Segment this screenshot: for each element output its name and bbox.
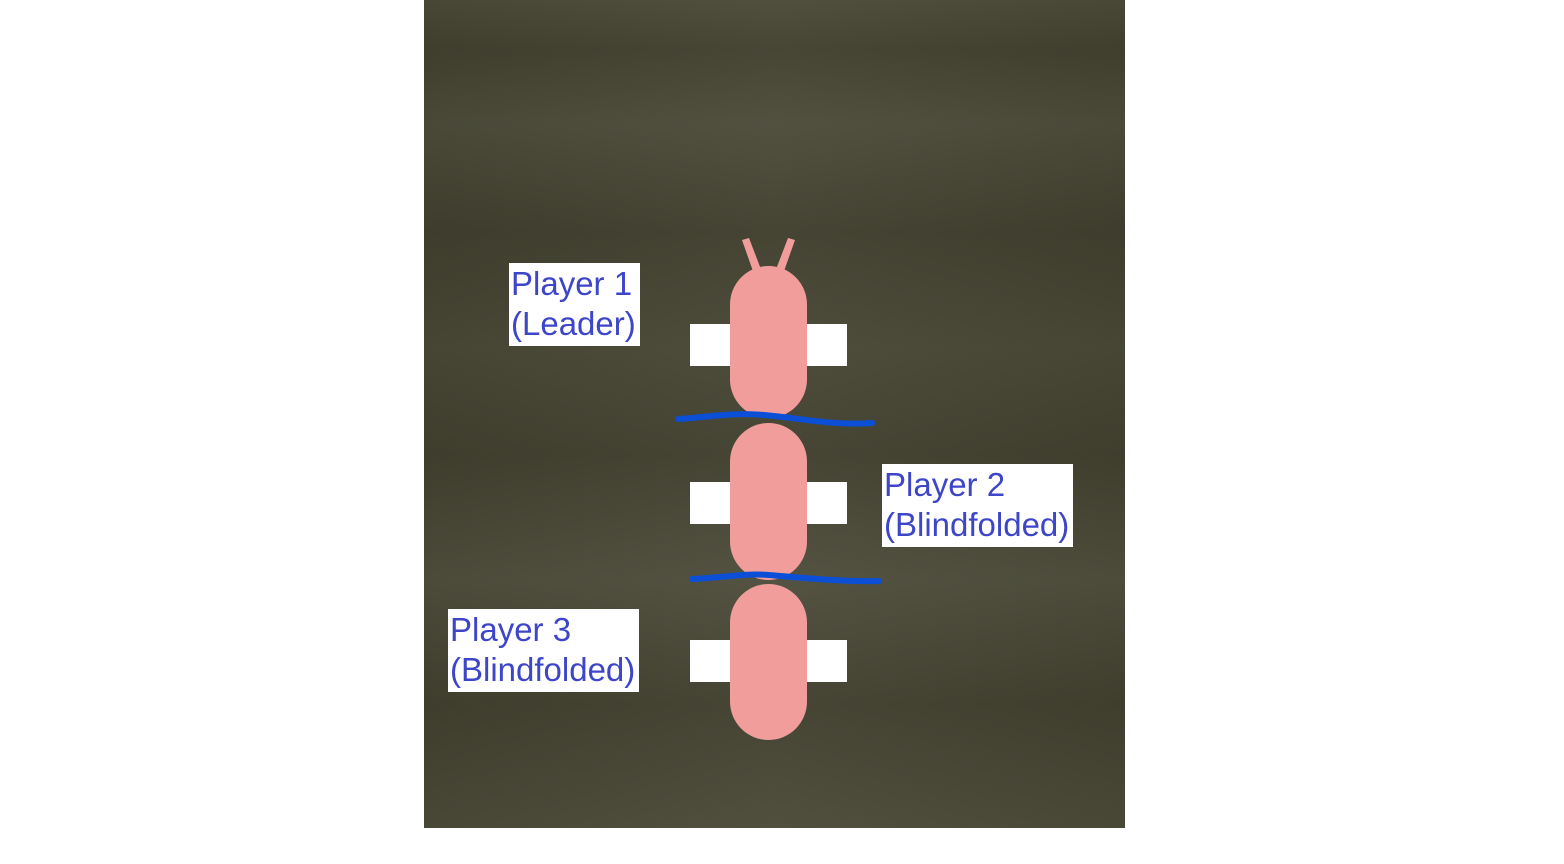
- game-scene: Player 1 (Leader) Player 2 (Blindfolded)…: [424, 0, 1125, 828]
- player-3-right-hand: [806, 640, 847, 682]
- player-1-name: Player 1: [511, 265, 633, 302]
- players-diagram: [675, 238, 882, 740]
- player-2-role: (Blindfolded): [884, 506, 1070, 543]
- player-3-label: Player 3 (Blindfolded): [448, 609, 640, 692]
- player-3-left-hand: [690, 640, 732, 682]
- player-2-right-hand: [806, 482, 847, 524]
- rope-2: [689, 571, 882, 585]
- player-1-antenna-right: [775, 238, 795, 274]
- player-2-name: Player 2: [884, 466, 1006, 503]
- player-2-left-hand: [690, 482, 732, 524]
- player-1-role: (Leader): [511, 305, 636, 342]
- player-1-figure: [690, 238, 847, 418]
- player-1-label: Player 1 (Leader): [509, 263, 640, 346]
- player-3-figure: [690, 584, 847, 740]
- player-1-body: [730, 266, 807, 418]
- player-1-right-hand: [806, 324, 847, 366]
- player-1-left-hand: [690, 324, 732, 366]
- player-2-body: [730, 423, 807, 580]
- player-3-body: [730, 584, 807, 740]
- player-3-name: Player 3: [450, 611, 572, 648]
- rope-1: [675, 411, 875, 427]
- player-3-role: (Blindfolded): [450, 651, 636, 688]
- player-2-figure: [690, 423, 847, 580]
- player-1-antenna-left: [742, 238, 762, 274]
- player-2-label: Player 2 (Blindfolded): [882, 464, 1074, 547]
